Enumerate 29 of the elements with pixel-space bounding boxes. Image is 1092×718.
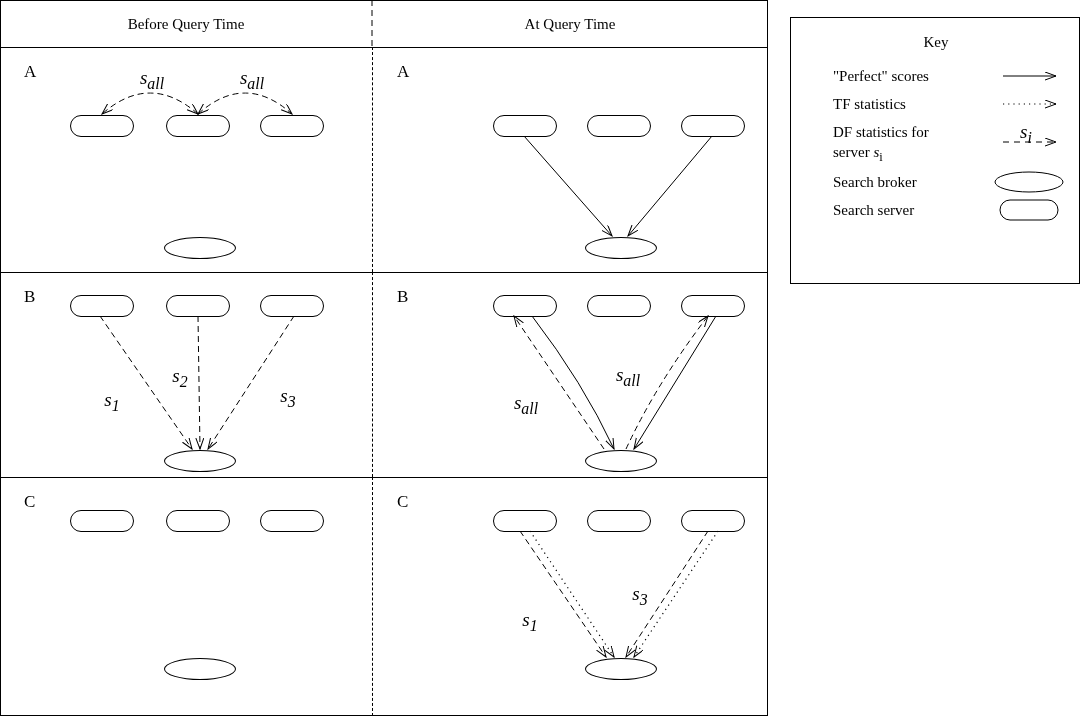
panel-letter: C <box>397 492 409 512</box>
arrow <box>625 315 709 450</box>
panel <box>372 47 768 272</box>
legend-text: Search broker <box>833 173 918 192</box>
legend-text: Search server <box>833 201 916 220</box>
arrow <box>197 92 293 115</box>
arrow <box>195 315 205 450</box>
arrow <box>627 135 713 237</box>
column-header: Before Query Time <box>127 15 245 33</box>
legend-text: DF statistics for server s$_{i}$ <box>833 123 930 166</box>
legend-title: Key <box>923 34 949 51</box>
arrow <box>523 135 613 237</box>
panel-letter: B <box>397 287 409 307</box>
arrow <box>531 315 615 450</box>
sample-label: s$_{i}$ <box>1019 122 1033 146</box>
arrow <box>207 315 295 450</box>
legend-text: TF statistics <box>833 95 907 114</box>
arrow <box>633 315 717 450</box>
legend-text: "Perfect" scores <box>833 67 930 86</box>
panel-letter: A <box>397 62 410 82</box>
panel-letter: A <box>24 62 37 82</box>
arrow <box>513 315 605 450</box>
column-header: At Query Time <box>524 15 616 33</box>
arrow <box>519 530 607 658</box>
panel-letter: C <box>24 492 36 512</box>
panel-letter: B <box>24 287 36 307</box>
arrow <box>625 530 709 658</box>
arrow <box>101 92 199 115</box>
arrow <box>99 315 193 450</box>
